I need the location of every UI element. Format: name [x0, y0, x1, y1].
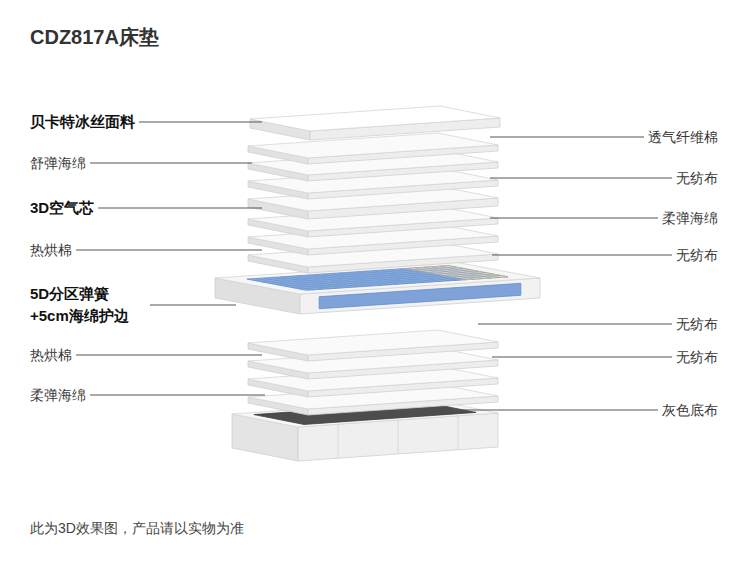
- part-label: 透气纤维棉: [648, 128, 718, 146]
- leader-line: [150, 305, 236, 306]
- frame-rail: [338, 424, 339, 458]
- part-label: 5D分区弹簧 +5cm海绵护边: [30, 283, 146, 327]
- leader-lines: [76, 122, 672, 410]
- spring-line: [277, 271, 479, 284]
- leader-line: [90, 395, 265, 396]
- caption: 此为3D效果图，产品请以实物为准: [30, 520, 244, 538]
- layers: [215, 106, 540, 461]
- leader-line: [76, 355, 262, 356]
- layer: [250, 106, 500, 140]
- part-label: 灰色底布: [662, 401, 718, 419]
- leader-line: [90, 163, 252, 164]
- leader-line: [490, 137, 644, 138]
- leader-line: [455, 410, 658, 411]
- part-label: 热烘棉: [30, 346, 72, 364]
- part-label: 柔弹海绵: [30, 386, 86, 404]
- part-label: 无纺布: [676, 246, 718, 264]
- part-label: 贝卡特冰丝面料: [30, 111, 135, 133]
- leader-line: [139, 122, 262, 123]
- leader-line: [76, 250, 262, 251]
- spring-line: [292, 274, 494, 287]
- layer: [248, 133, 498, 164]
- layer-top: [250, 106, 500, 131]
- spring-line: [269, 270, 471, 283]
- part-label: 无纺布: [676, 315, 718, 333]
- layer-top: [248, 133, 498, 158]
- layer: [215, 262, 540, 314]
- part-label: 3D空气芯: [30, 197, 94, 219]
- part-label: 无纺布: [676, 169, 718, 187]
- leader-line: [492, 255, 672, 256]
- layer: [248, 330, 498, 361]
- layer-top: [248, 330, 498, 355]
- title: CDZ817A床垫: [30, 24, 159, 51]
- spring-front: [319, 283, 521, 308]
- part-label: 无纺布: [676, 348, 718, 366]
- part-label: 柔弹海绵: [662, 209, 718, 227]
- frame-rail: [398, 420, 399, 454]
- part-label: 热烘棉: [30, 241, 72, 259]
- leader-line: [490, 178, 672, 179]
- leader-line: [98, 208, 262, 209]
- leader-line: [478, 324, 672, 325]
- frame-rail: [458, 416, 459, 450]
- leader-line: [492, 357, 672, 358]
- spring-line: [284, 273, 486, 286]
- part-label: 舒弹海绵: [30, 154, 86, 172]
- leader-line: [490, 218, 658, 219]
